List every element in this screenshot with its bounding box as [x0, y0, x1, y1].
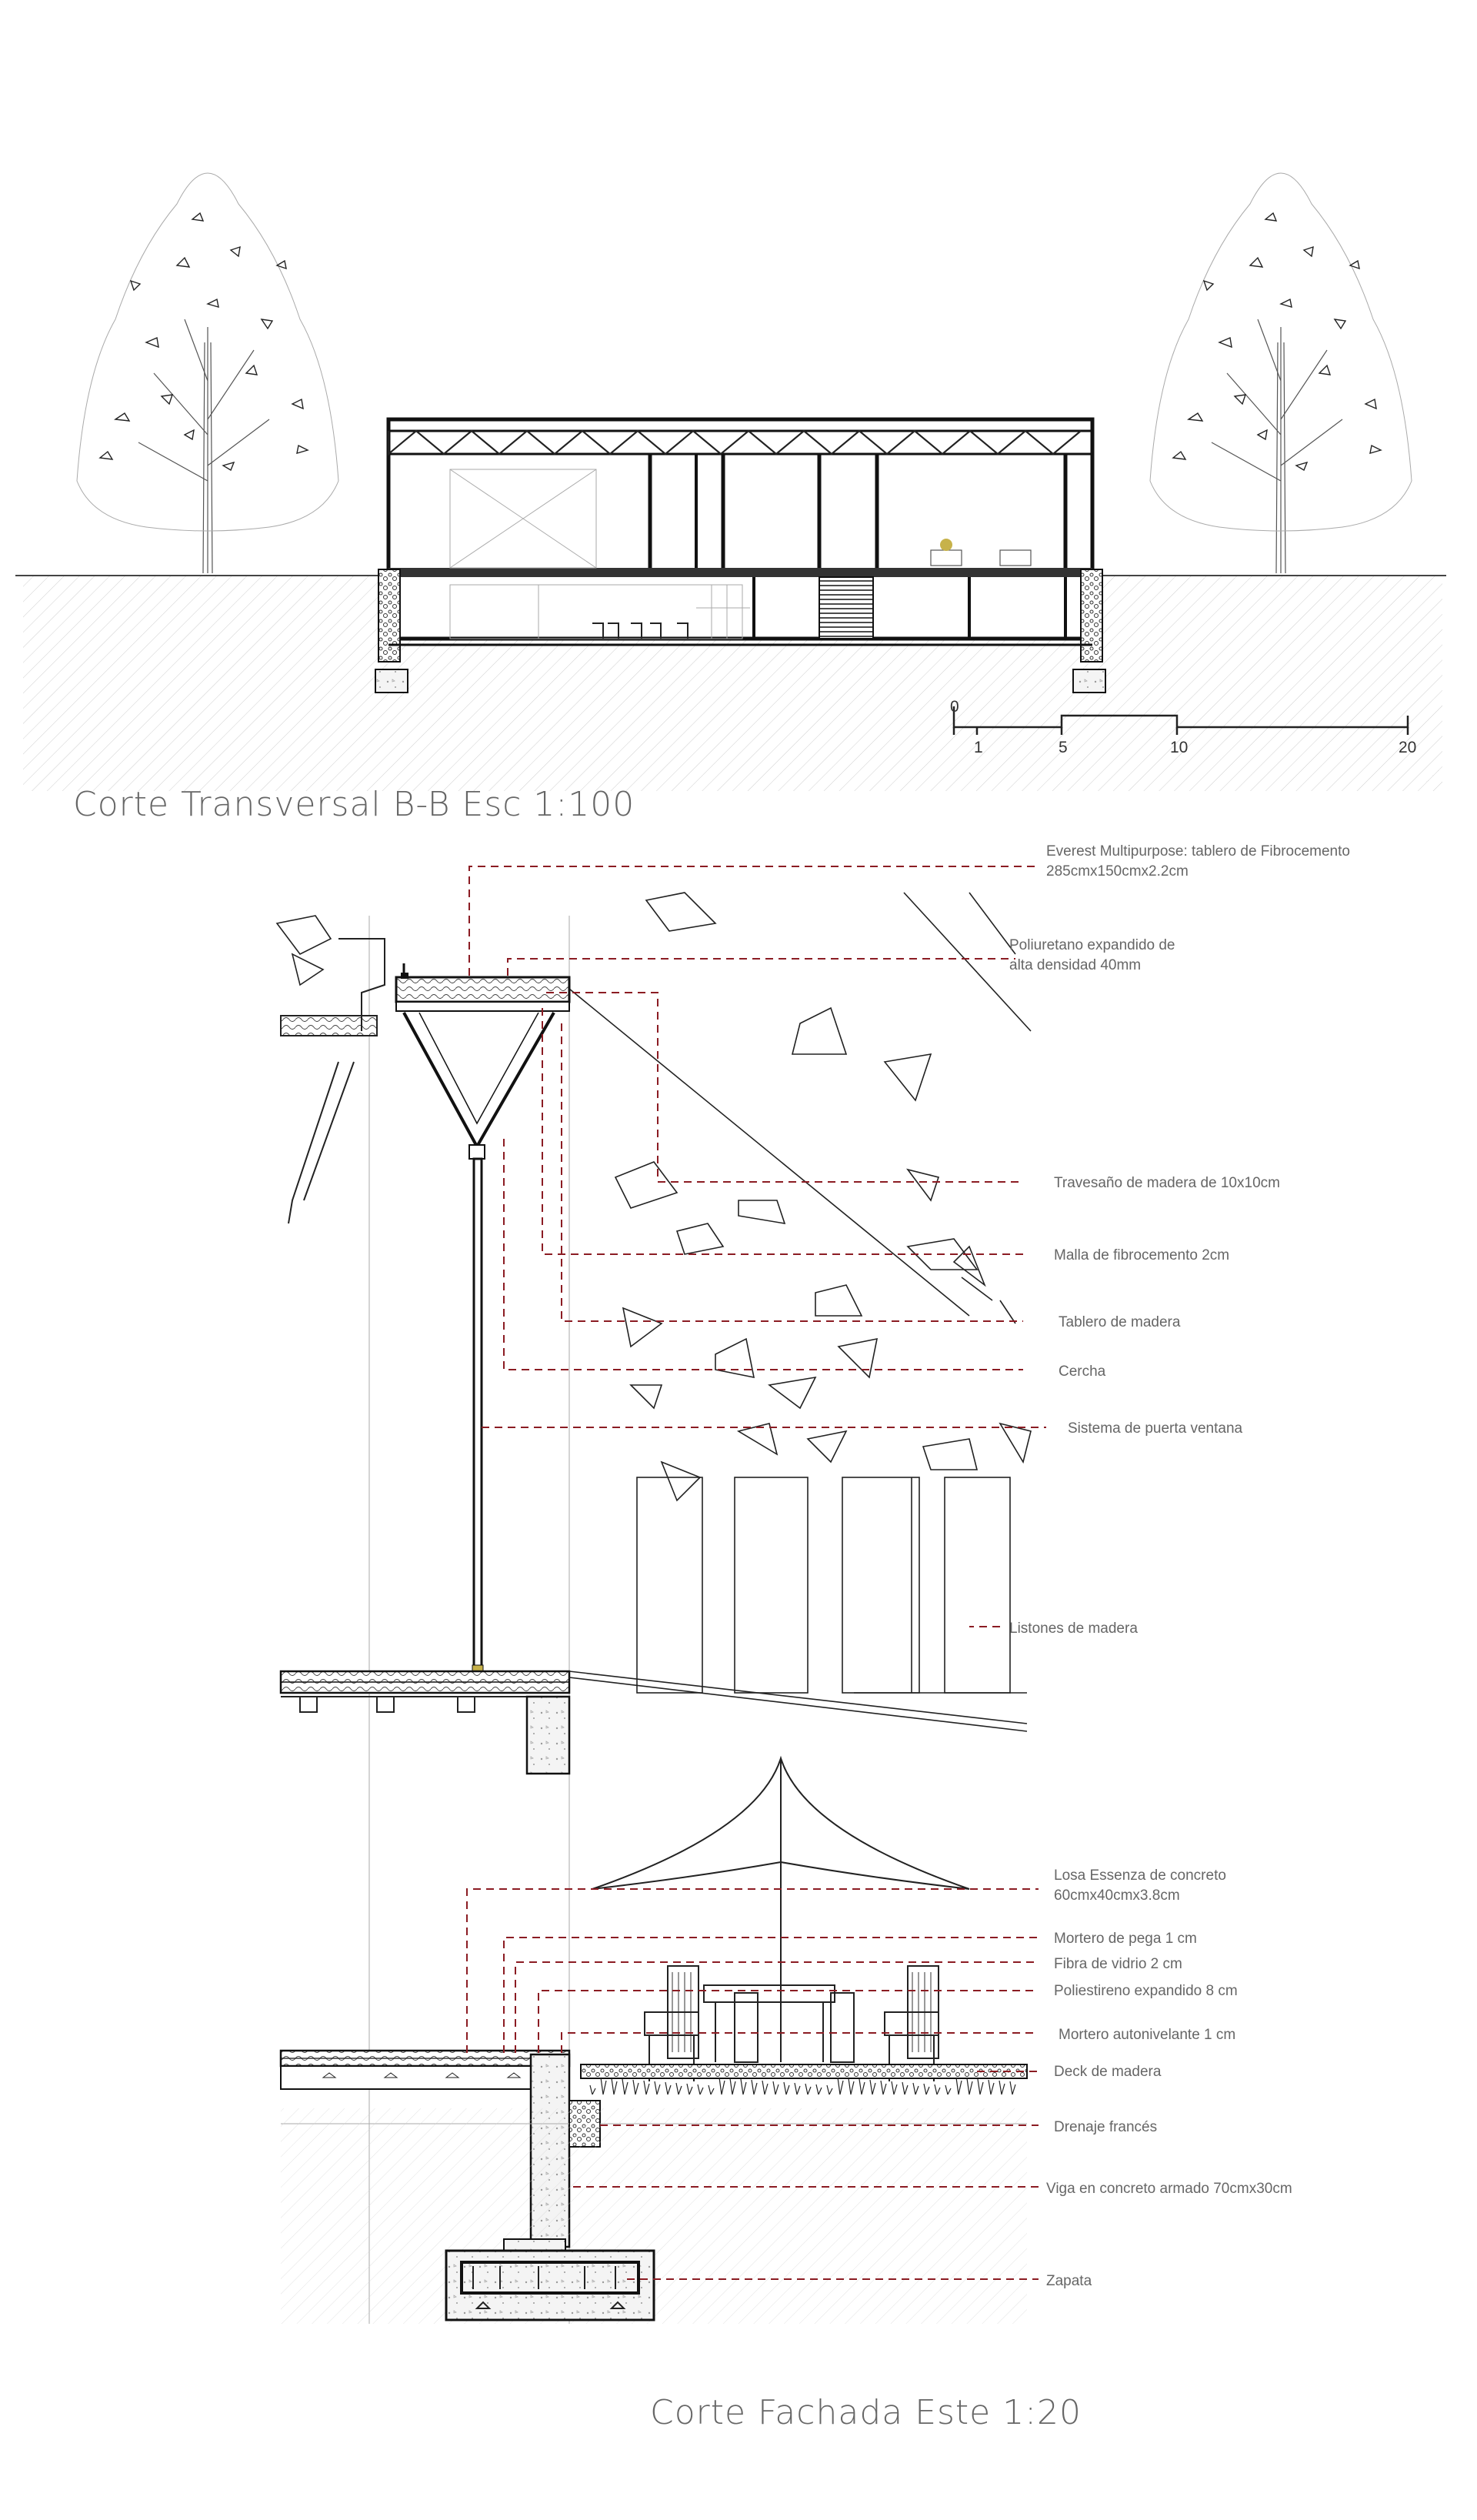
scale-tick-0: 0: [950, 698, 959, 716]
scale-tick-20: 20: [1399, 739, 1416, 756]
detail-title: Corte Fachada Este 1:20: [650, 2393, 1082, 2432]
section-bb: 0 1 5 10 20: [15, 172, 1446, 791]
callout-losa: Losa Essenza de concreto: [1054, 1867, 1226, 1884]
callout-everest-line2: 285cmx150cmx2.2cm: [1046, 863, 1189, 879]
callout-tablero: Tablero de madera: [1059, 1314, 1181, 1330]
callout-losa-line2: 60cmx40cmx3.8cm: [1054, 1887, 1180, 1904]
roof-assembly: [395, 963, 571, 1160]
scale-tick-5: 5: [1059, 739, 1068, 756]
callout-listones: Listones de madera: [1009, 1620, 1138, 1637]
callout-poliuretano: Poliuretano expandido de: [1009, 937, 1175, 953]
section-title: Corte Transversal B-B Esc 1:100: [73, 785, 635, 824]
scale-tick-1: 1: [974, 739, 983, 756]
stair: [819, 576, 874, 639]
scale-bar: [952, 706, 1409, 735]
callout-drenaje: Drenaje francés: [1054, 2119, 1157, 2135]
floor-slab: [279, 1670, 1028, 1775]
callout-poliestireno: Poliestireno expandido 8 cm: [1054, 1983, 1238, 1999]
callout-everest: Everest Multipurpose: tablero de Fibroce…: [1046, 843, 1350, 859]
leader-lines: [466, 866, 1046, 2280]
callout-labels: Everest Multipurpose: tablero de Fibroce…: [1009, 843, 1350, 2289]
scale-tick-10: 10: [1170, 739, 1188, 756]
tree-right: [1149, 172, 1412, 574]
callout-poliuretano-line2: alta densidad 40mm: [1009, 957, 1141, 973]
umbrella: [592, 1755, 970, 2062]
callout-mortero-pega: Mortero de pega 1 cm: [1054, 1931, 1197, 1947]
callout-malla: Malla de fibrocemento 2cm: [1054, 1247, 1229, 1263]
callout-cercha: Cercha: [1059, 1363, 1106, 1380]
callout-travesano: Travesaño de madera de 10x10cm: [1054, 1175, 1280, 1191]
callout-fibra: Fibra de vidrio 2 cm: [1054, 1956, 1182, 1972]
timber-slats: [636, 1477, 1011, 1694]
plant-icon: [940, 539, 952, 551]
callout-puerta: Sistema de puerta ventana: [1068, 1420, 1243, 1437]
upper-roof-fragment: [275, 915, 385, 1224]
callout-zapata: Zapata: [1046, 2273, 1092, 2289]
building-section: [375, 417, 1106, 693]
facade-detail: Everest Multipurpose: tablero de Fibroce…: [275, 843, 1350, 2324]
callout-mortero-auto: Mortero autonivelante 1 cm: [1059, 2027, 1235, 2043]
tree-left: [76, 172, 339, 574]
table: [703, 1984, 855, 2063]
callout-viga: Viga en concreto armado 70cmx30cm: [1046, 2181, 1292, 2197]
ground-slab: [279, 2049, 1028, 2324]
door-window-frame: [472, 1157, 484, 1674]
callout-deck: Deck de madera: [1054, 2064, 1162, 2080]
background-foliage: [568, 892, 1032, 1502]
